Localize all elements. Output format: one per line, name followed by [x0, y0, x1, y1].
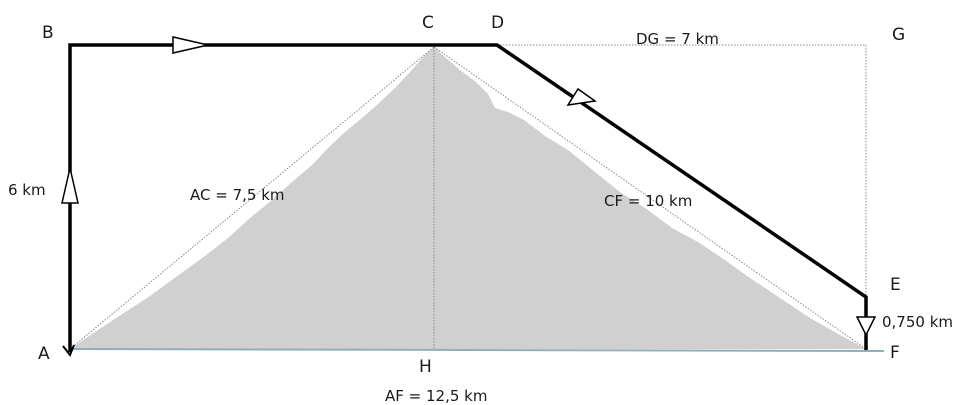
line-ac [69, 46, 435, 350]
arrow-right-icon [172, 36, 209, 54]
measure-ac: AC = 7,5 km [190, 186, 285, 204]
corner-mark-a [62, 344, 75, 357]
line-cf [433, 46, 867, 350]
arrow-down-icon [855, 316, 877, 337]
measure-af: AF = 12,5 km [385, 387, 487, 405]
point-label-f: F [890, 343, 900, 363]
mountain-shape [70, 47, 866, 349]
measure-dg: DG = 7 km [636, 30, 719, 48]
point-label-e: E [890, 275, 901, 295]
ground-line-af [69, 348, 885, 352]
arrow-up-icon [61, 167, 79, 204]
point-label-h: H [419, 357, 432, 377]
point-label-a: A [38, 344, 50, 364]
measure-ab: 6 km [8, 181, 46, 199]
point-label-d: D [491, 13, 504, 33]
travel-path [68, 43, 868, 352]
measure-cf: CF = 10 km [604, 192, 692, 210]
arrow-diagonal-icon [566, 87, 597, 106]
measure-ef: 0,750 km [882, 313, 953, 331]
point-label-b: B [42, 23, 54, 43]
point-label-c: C [422, 13, 434, 33]
point-label-g: G [892, 25, 905, 45]
